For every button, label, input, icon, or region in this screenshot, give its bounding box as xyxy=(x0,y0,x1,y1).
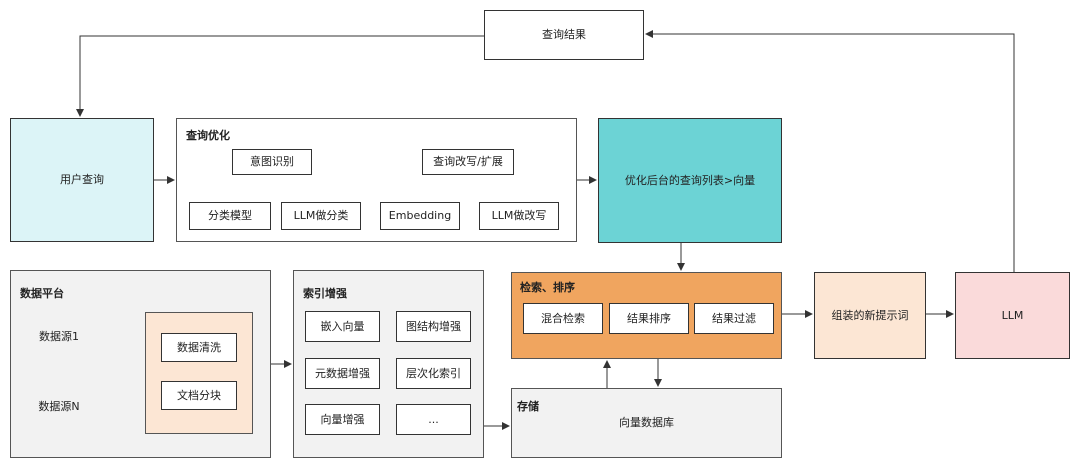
storage-panel xyxy=(511,388,782,458)
storage-title: 存储 xyxy=(517,400,539,413)
sourceN-label: 数据源N xyxy=(38,400,80,413)
processing-group xyxy=(145,312,253,434)
data-platform-title: 数据平台 xyxy=(20,287,64,300)
intent-recognition-box: 意图识别 xyxy=(232,149,312,175)
source1-label: 数据源1 xyxy=(39,330,79,343)
retrieval-ranking-title: 检索、排序 xyxy=(520,281,575,294)
document-chunking-box: 文档分块 xyxy=(161,381,237,410)
index-item: 元数据增强 xyxy=(305,358,380,389)
index-item: ... xyxy=(396,404,471,435)
result-filter-box: 结果过滤 xyxy=(694,303,774,334)
vector-database-label: 向量数据库 xyxy=(619,416,674,430)
arrow-result-to-user xyxy=(76,35,484,117)
arrow-llm-to-result xyxy=(645,30,1015,272)
hybrid-retrieval-box: 混合检索 xyxy=(523,303,603,334)
index-item: 层次化索引 xyxy=(396,358,471,389)
result-ranking-box: 结果排序 xyxy=(609,303,689,334)
llm-rewrite-box: LLM做改写 xyxy=(479,202,559,230)
assembled-prompt-box: 组装的新提示词 xyxy=(814,272,926,359)
query-rewrite-box: 查询改写/扩展 xyxy=(422,149,514,175)
query-optimization-title: 查询优化 xyxy=(186,129,230,142)
index-enhancement-title: 索引增强 xyxy=(303,287,347,300)
llm-classify-box: LLM做分类 xyxy=(281,202,361,230)
embedding-box: Embedding xyxy=(380,202,460,230)
user-query-box: 用户查询 xyxy=(10,118,154,242)
llm-box: LLM xyxy=(955,272,1070,359)
optimized-query-box: 优化后台的查询列表>向量 xyxy=(598,118,782,243)
index-item: 向量增强 xyxy=(305,404,380,435)
data-cleaning-box: 数据清洗 xyxy=(161,333,237,362)
query-result-box: 查询结果 xyxy=(484,10,644,60)
index-item: 嵌入向量 xyxy=(305,311,380,342)
index-item: 图结构增强 xyxy=(396,311,471,342)
classifier-model-box: 分类模型 xyxy=(189,202,271,230)
